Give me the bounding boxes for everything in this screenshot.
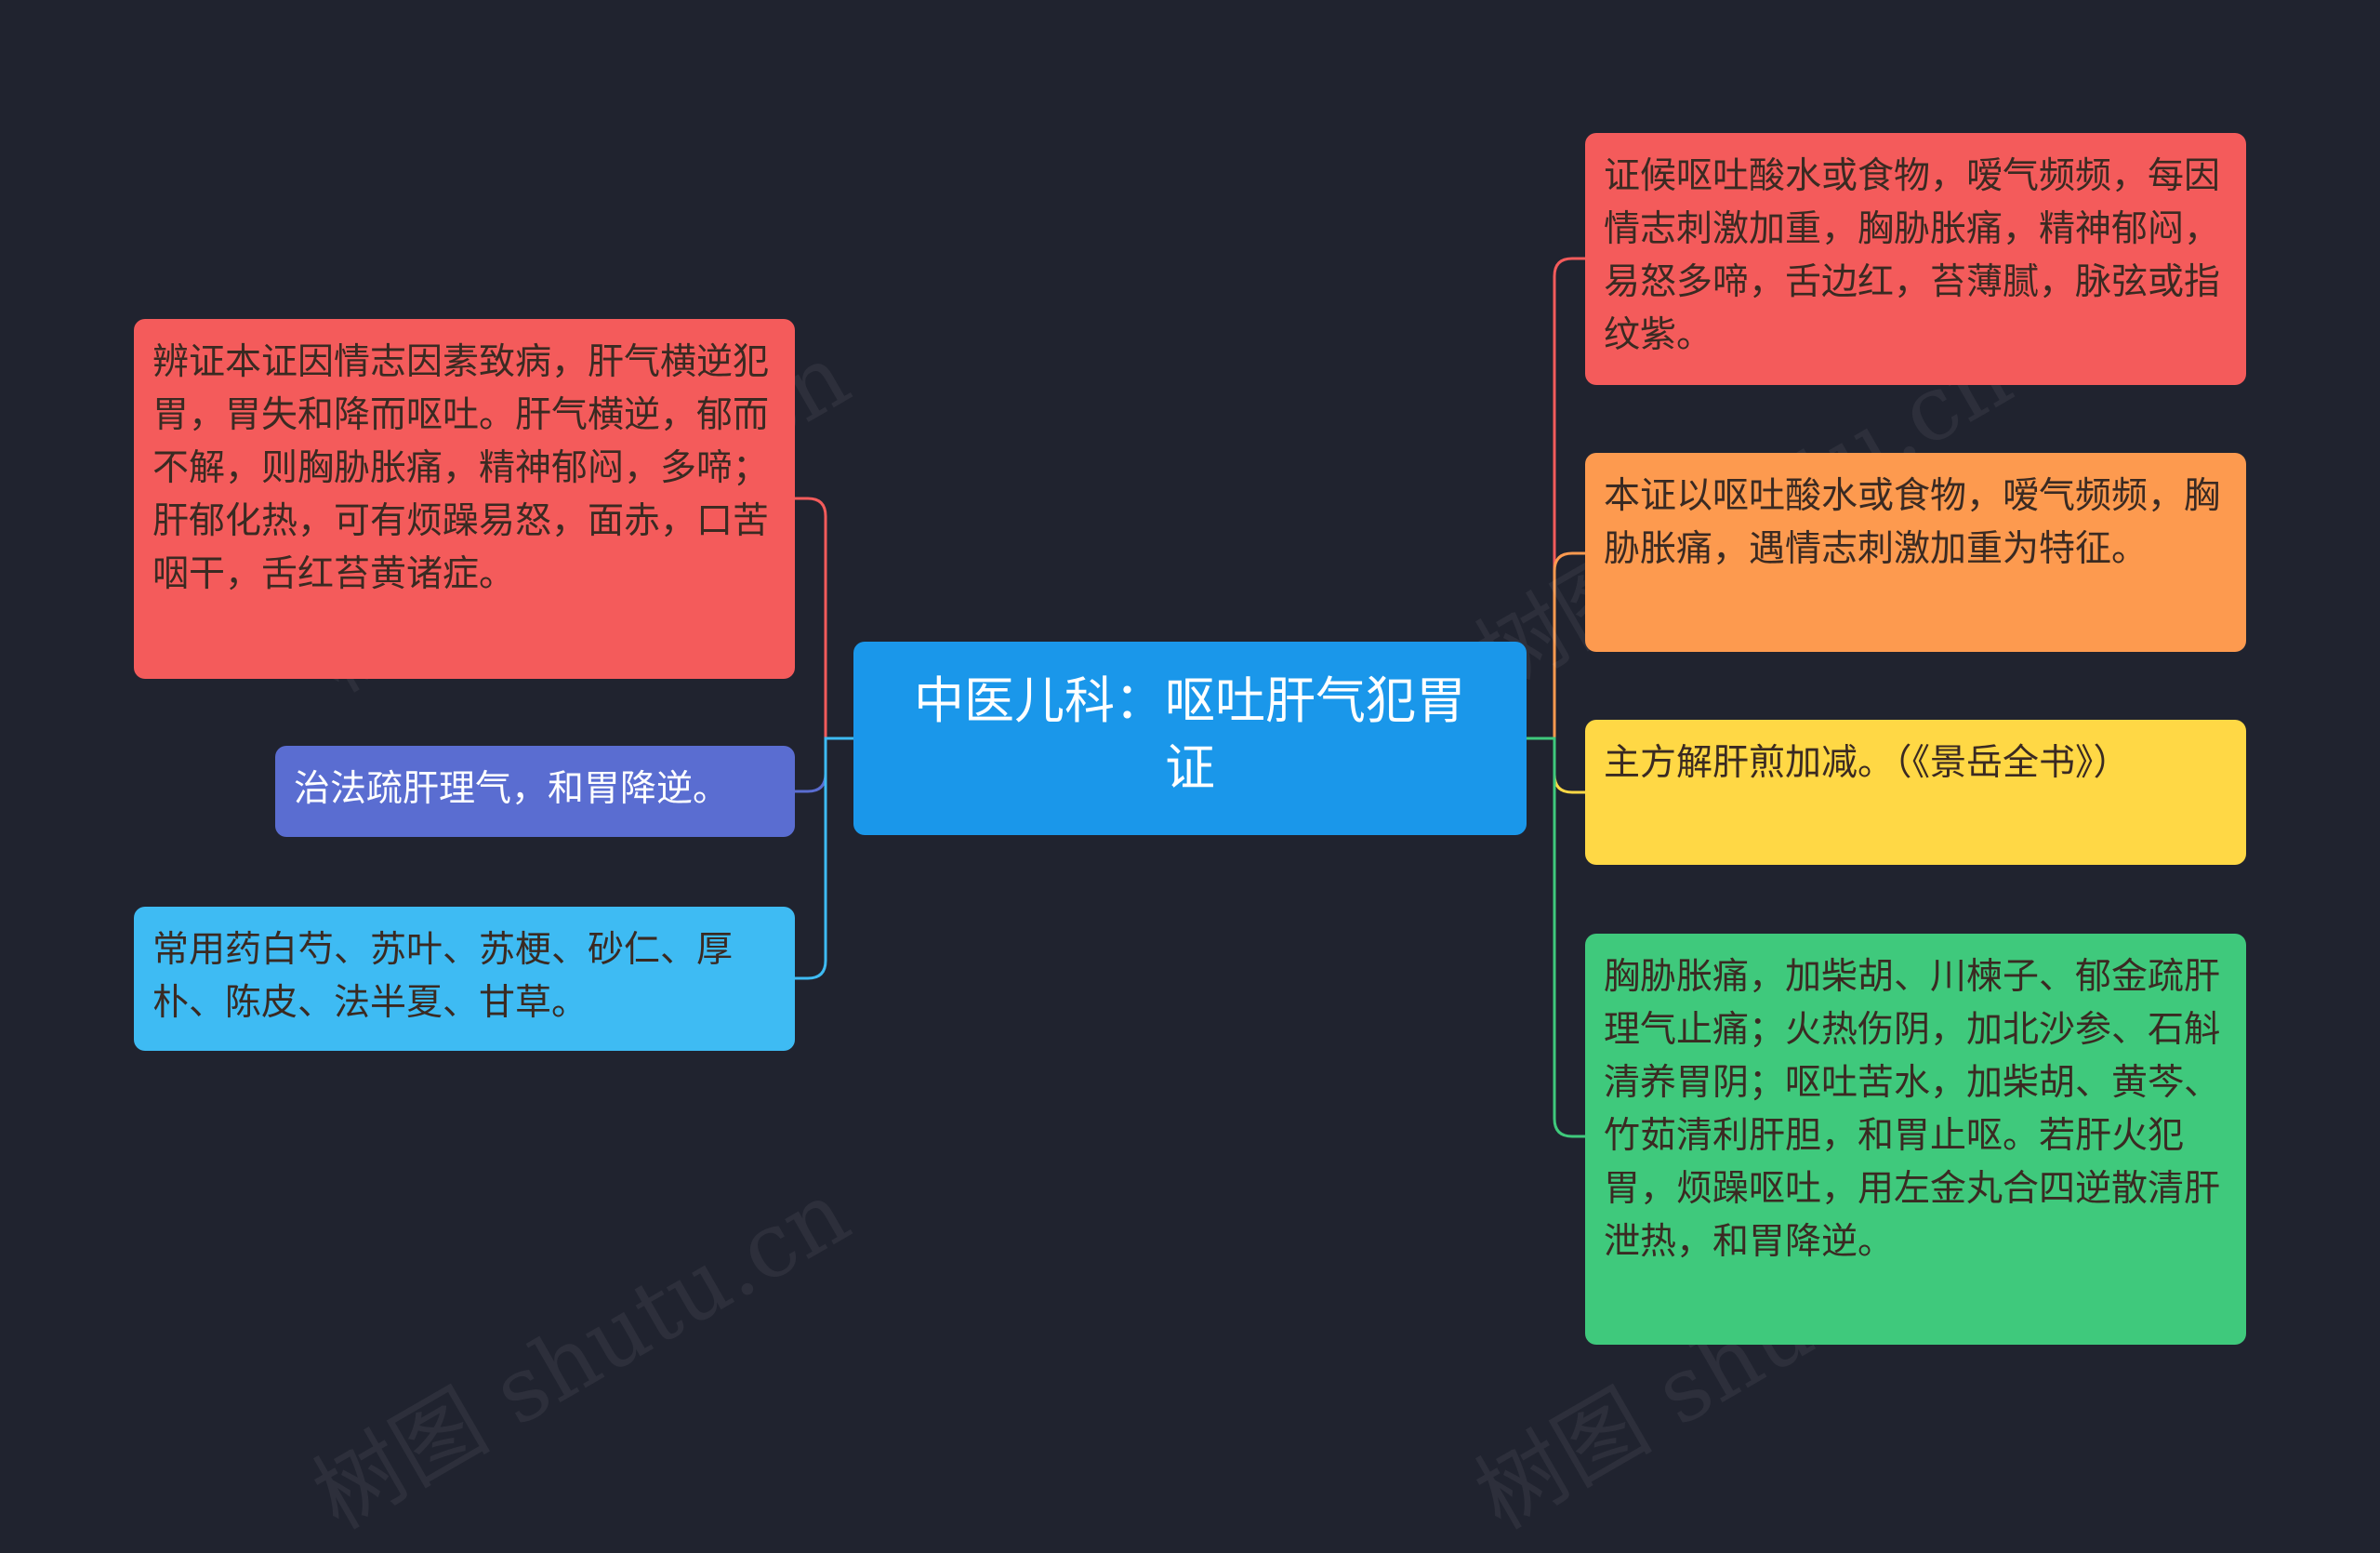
right-node-features[interactable]: 本证以呕吐酸水或食物，嗳气频频，胸胁胀痛，遇情志刺激加重为特征。 [1585, 453, 2246, 652]
connector-layer [795, 257, 1585, 1138]
connector-right-4 [1527, 737, 1585, 1138]
right-node-symptoms[interactable]: 证候呕吐酸水或食物，嗳气频频，每因情志刺激加重，胸胁胀痛，精神郁闷，易怒多啼，舌… [1585, 133, 2246, 385]
right-node-prescription[interactable]: 主方解肝煎加减。（《景岳全书》） [1585, 720, 2246, 865]
connector-left-3 [795, 737, 853, 980]
left-node-diagnosis[interactable]: 辨证本证因情志因素致病，肝气横逆犯胃，胃失和降而呕吐。肝气横逆，郁而不解，则胸胁… [134, 319, 795, 679]
central-topic[interactable]: 中医儿科：呕吐肝气犯胃证 [853, 642, 1527, 835]
connector-right-2 [1527, 551, 1585, 740]
connector-left-1 [795, 497, 853, 740]
left-node-herbs[interactable]: 常用药白芍、苏叶、苏梗、砂仁、厚朴、陈皮、法半夏、甘草。 [134, 907, 795, 1051]
right-node-modifications[interactable]: 胸胁胀痛，加柴胡、川楝子、郁金疏肝理气止痛；火热伤阴，加北沙参、石斛清养胃阴；呕… [1585, 934, 2246, 1345]
left-node-treatment[interactable]: 治法疏肝理气，和胃降逆。 [275, 746, 795, 837]
connector-right-1 [1527, 257, 1585, 740]
